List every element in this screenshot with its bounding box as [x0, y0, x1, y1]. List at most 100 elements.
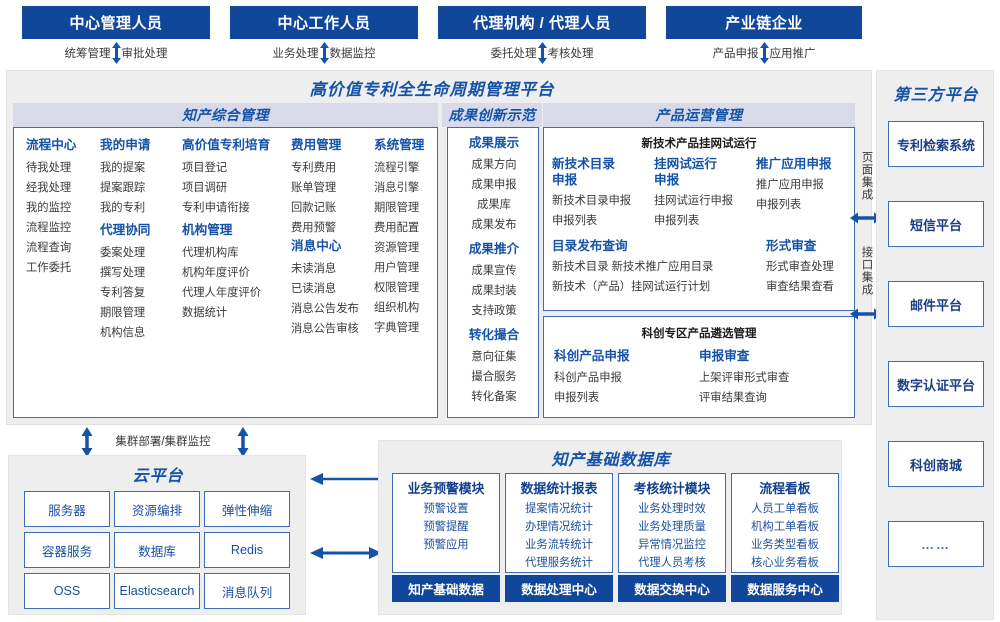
menu-item[interactable]: 账单管理 — [291, 182, 337, 194]
menu-item[interactable]: 专利答复 — [100, 287, 146, 299]
section-head[interactable]: 申报审查 — [699, 349, 750, 363]
db-item[interactable]: 代理服务统计 — [525, 557, 593, 569]
menu-item[interactable]: 费用预警 — [291, 222, 337, 234]
role-box-0[interactable]: 中心管理人员 — [22, 6, 210, 39]
menu-item[interactable]: 申报列表 — [554, 392, 600, 404]
menu-item[interactable]: 成果发布 — [471, 219, 517, 231]
cloud-cell-container-service[interactable]: 容器服务 — [24, 532, 110, 568]
menu-item[interactable]: 成果方向 — [471, 159, 517, 171]
menu-item[interactable]: 工作委托 — [26, 262, 72, 274]
db-item[interactable]: 人员工单看板 — [751, 503, 819, 515]
menu-item[interactable]: 新技术目录申报 — [552, 195, 632, 207]
third-party-item-innovation-mall[interactable]: 科创商城 — [888, 441, 984, 487]
db-footer-processing-center[interactable]: 数据处理中心 — [505, 575, 613, 602]
menu-item[interactable]: 组织机构 — [374, 302, 420, 314]
menu-item[interactable]: 提案跟踪 — [100, 182, 146, 194]
menu-item[interactable]: 挂网试运行申报 — [654, 195, 734, 207]
menu-item[interactable]: 用户管理 — [374, 262, 420, 274]
cloud-cell-oss[interactable]: OSS — [24, 573, 110, 609]
db-item[interactable]: 异常情况监控 — [638, 539, 706, 551]
cloud-cell-elastic-scaling[interactable]: 弹性伸缩 — [204, 491, 290, 527]
db-footer-exchange-center[interactable]: 数据交换中心 — [618, 575, 726, 602]
third-party-item-patent-search[interactable]: 专利检索系统 — [888, 121, 984, 167]
menu-item[interactable]: 成果申报 — [471, 179, 517, 191]
third-party-item-email[interactable]: 邮件平台 — [888, 281, 984, 327]
menu-item[interactable]: 期限管理 — [374, 202, 420, 214]
menu-item[interactable]: 流程引擎 — [374, 162, 420, 174]
menu-item[interactable]: 待我处理 — [26, 162, 72, 174]
menu-item[interactable]: 转化备案 — [471, 391, 517, 403]
menu-item[interactable]: 上架评审形式审查 — [699, 372, 790, 384]
section-head[interactable]: 转化撮合 — [468, 328, 520, 342]
menu-item[interactable]: 专利费用 — [291, 162, 337, 174]
db-item[interactable]: 代理人员考核 — [638, 557, 706, 569]
menu-item[interactable]: 已读消息 — [291, 283, 337, 295]
menu-item[interactable]: 申报列表 — [756, 199, 802, 211]
menu-item[interactable]: 成果库 — [477, 199, 511, 211]
section-head[interactable]: 费用管理 — [291, 138, 342, 152]
role-box-3[interactable]: 产业链企业 — [666, 6, 862, 39]
menu-item[interactable]: 申报列表 — [654, 215, 700, 227]
menu-item[interactable]: 机构年度评价 — [182, 267, 250, 279]
menu-item[interactable]: 我的监控 — [26, 202, 72, 214]
menu-item[interactable]: 新技术（产品）挂网试运行计划 — [552, 281, 711, 293]
menu-item[interactable]: 消息引擎 — [374, 182, 420, 194]
menu-item[interactable]: 审查结果查看 — [766, 281, 834, 293]
menu-item[interactable]: 机构信息 — [100, 327, 146, 339]
menu-item[interactable]: 意向征集 — [471, 351, 517, 363]
menu-item[interactable]: 项目调研 — [182, 182, 228, 194]
menu-item[interactable]: 我的专利 — [100, 202, 146, 214]
menu-item[interactable]: 消息公告发布 — [291, 303, 359, 315]
menu-item[interactable]: 资源管理 — [374, 242, 420, 254]
third-party-item-digital-cert[interactable]: 数字认证平台 — [888, 361, 984, 407]
section-head[interactable]: 消息中心 — [291, 239, 342, 253]
cloud-cell-resource-orchestration[interactable]: 资源编排 — [114, 491, 200, 527]
db-item[interactable]: 业务处理质量 — [638, 521, 706, 533]
cloud-cell-message-queue[interactable]: 消息队列 — [204, 573, 290, 609]
menu-item[interactable]: 成果封装 — [471, 285, 517, 297]
cloud-cell-redis[interactable]: Redis — [204, 532, 290, 568]
menu-item[interactable]: 评审结果查询 — [699, 392, 767, 404]
third-party-item-sms[interactable]: 短信平台 — [888, 201, 984, 247]
section-head[interactable]: 科创产品申报 — [554, 349, 630, 363]
menu-item[interactable]: 专利申请衔接 — [182, 202, 250, 214]
section-head[interactable]: 新技术目录申报 — [552, 157, 615, 187]
menu-item[interactable]: 撮合服务 — [471, 371, 517, 383]
menu-item[interactable]: 数据统计 — [182, 307, 228, 319]
menu-item[interactable]: 项目登记 — [182, 162, 228, 174]
menu-item[interactable]: 成果宣传 — [471, 265, 517, 277]
menu-item[interactable]: 代理人年度评价 — [182, 287, 262, 299]
db-item[interactable]: 业务流转统计 — [525, 539, 593, 551]
menu-item[interactable]: 权限管理 — [374, 282, 420, 294]
menu-item[interactable]: 消息公告审核 — [291, 323, 359, 335]
section-head[interactable]: 代理协同 — [100, 223, 151, 237]
section-head[interactable]: 我的申请 — [100, 138, 151, 152]
section-head[interactable]: 成果推介 — [468, 242, 520, 256]
menu-item[interactable]: 申报列表 — [552, 215, 598, 227]
menu-item[interactable]: 科创产品申报 — [554, 372, 622, 384]
menu-item[interactable]: 流程查询 — [26, 242, 72, 254]
section-head[interactable]: 机构管理 — [182, 223, 233, 237]
menu-item[interactable]: 委案处理 — [100, 247, 146, 259]
menu-item[interactable]: 费用配置 — [374, 222, 420, 234]
db-item[interactable]: 预警设置 — [423, 503, 469, 515]
section-head[interactable]: 高价值专利培育 — [182, 138, 271, 152]
section-head[interactable]: 形式审查 — [766, 239, 817, 253]
cloud-cell-elasticsearch[interactable]: Elasticsearch — [114, 573, 200, 609]
menu-item[interactable]: 我的提案 — [100, 162, 146, 174]
menu-item[interactable]: 经我处理 — [26, 182, 72, 194]
menu-item[interactable]: 撰写处理 — [100, 267, 146, 279]
db-item[interactable]: 办理情况统计 — [525, 521, 593, 533]
db-item[interactable]: 提案情况统计 — [525, 503, 593, 515]
section-head[interactable]: 流程中心 — [26, 138, 77, 152]
cloud-cell-server[interactable]: 服务器 — [24, 491, 110, 527]
db-item[interactable]: 核心业务看板 — [751, 557, 819, 569]
db-item[interactable]: 机构工单看板 — [751, 521, 819, 533]
menu-item[interactable]: 流程监控 — [26, 222, 72, 234]
menu-item[interactable]: 新技术目录 新技术推广应用目录 — [552, 261, 714, 273]
menu-item[interactable]: 推广应用申报 — [756, 179, 824, 191]
section-head[interactable]: 系统管理 — [374, 138, 425, 152]
section-head[interactable]: 目录发布查询 — [552, 239, 628, 253]
menu-item[interactable]: 形式审查处理 — [766, 261, 834, 273]
menu-item[interactable]: 期限管理 — [100, 307, 146, 319]
